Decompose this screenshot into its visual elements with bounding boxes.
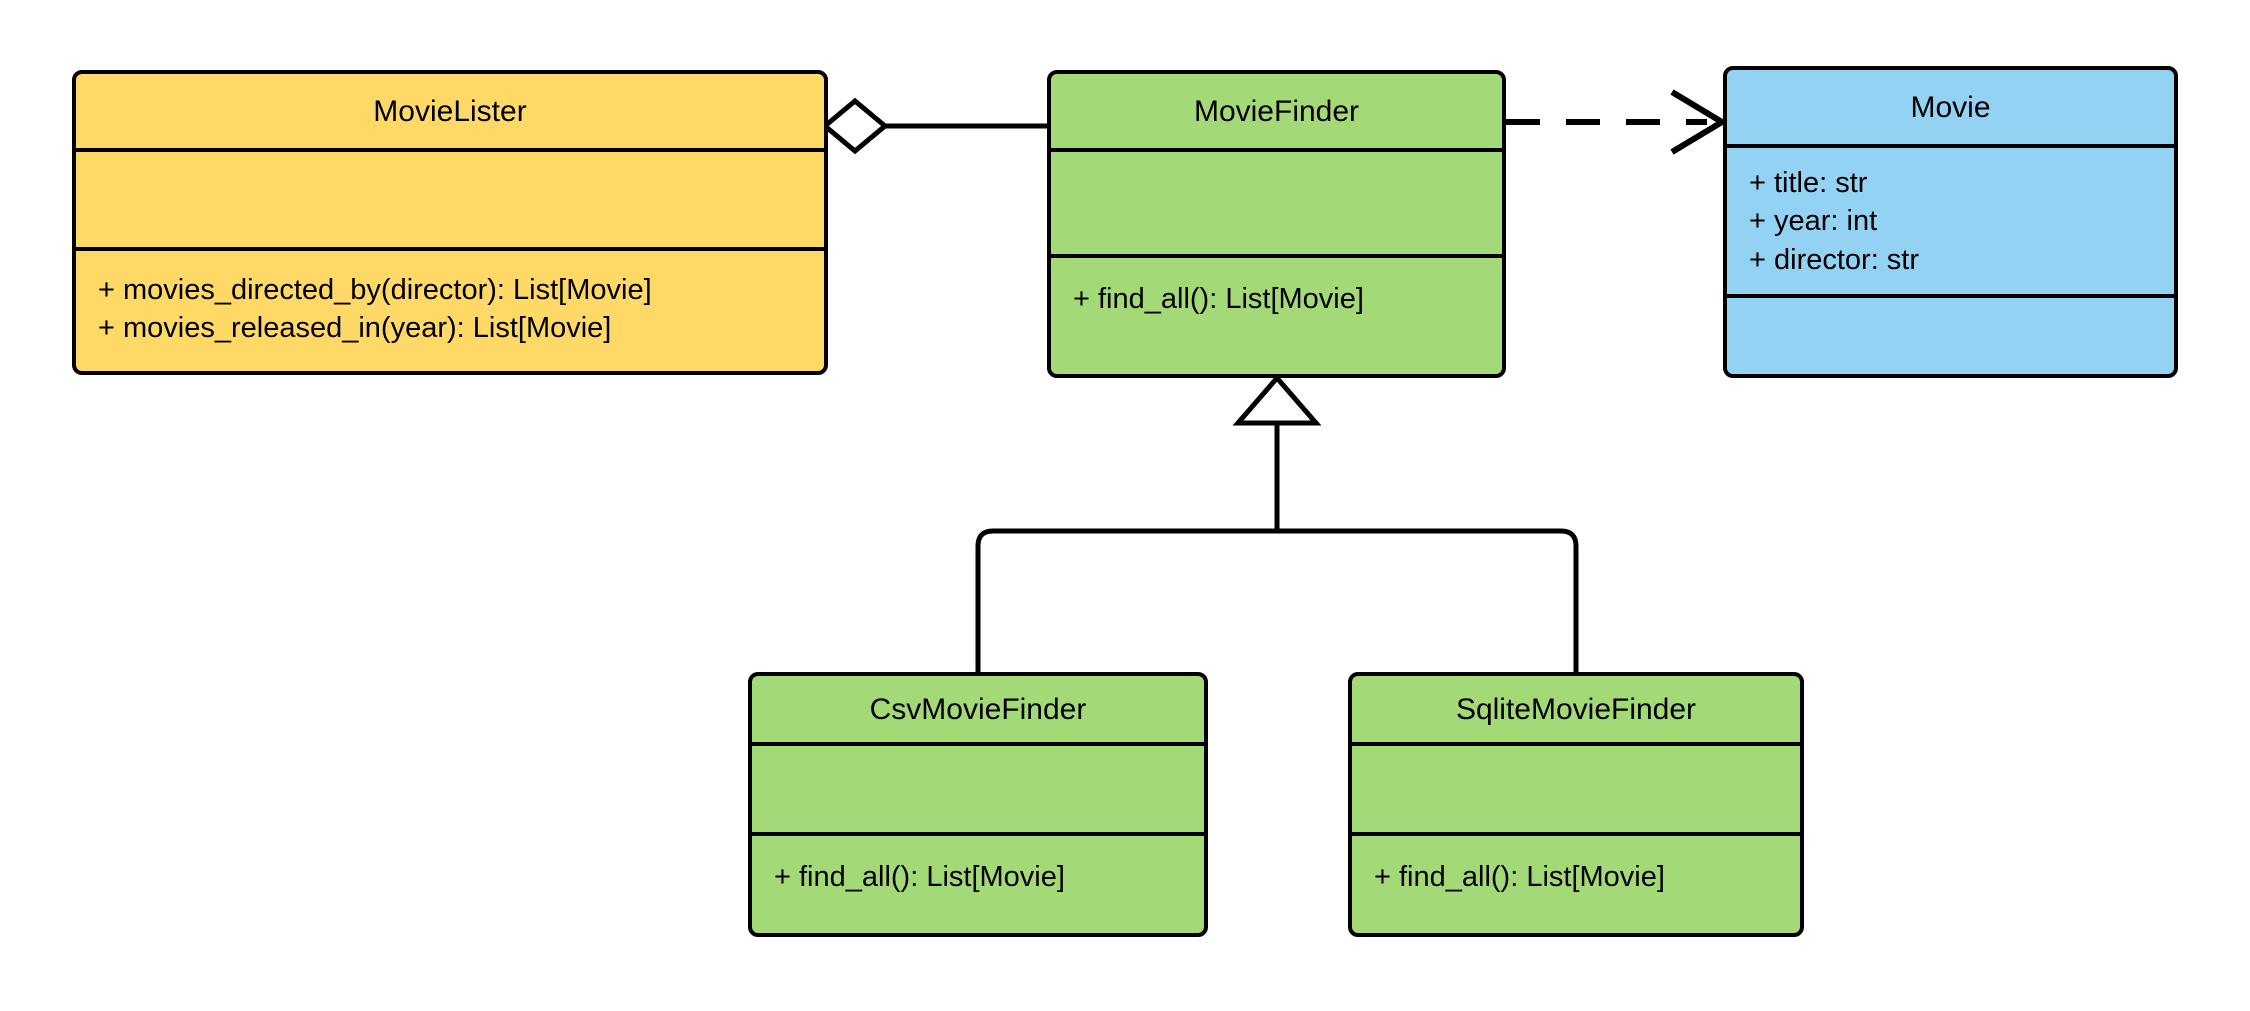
class-title-sqlite-movie-finder: SqliteMovieFinder: [1455, 692, 1697, 726]
class-title-csv-movie-finder: CsvMovieFinder: [869, 692, 1087, 726]
class-title-movie-lister: MovieLister: [373, 94, 527, 128]
class-methods-compartment-movie: [1727, 298, 2174, 374]
class-method-item: + find_all(): List[Movie]: [1374, 861, 1665, 893]
hollow-triangle-marker: [1232, 374, 1322, 426]
class-methods-compartment-csv-movie-finder: + find_all(): List[Movie]: [752, 836, 1204, 933]
class-methods-compartment-sqlite-movie-finder: + find_all(): List[Movie]: [1352, 836, 1800, 933]
class-methods-compartment-movie-finder: + find_all(): List[Movie]: [1051, 258, 1502, 374]
class-box-sqlite-movie-finder[interactable]: SqliteMovieFinder + find_all(): List[Mov…: [1348, 672, 1804, 937]
class-box-movie-finder[interactable]: MovieFinder + find_all(): List[Movie]: [1047, 70, 1506, 378]
edge-dependency-finder-movie: [1506, 89, 1728, 155]
class-attribute-item: + title: str: [1749, 167, 1868, 199]
class-attributes-compartment-movie-finder: [1051, 152, 1502, 258]
class-name-compartment-csv-movie-finder: CsvMovieFinder: [752, 676, 1204, 746]
class-method-item: + movies_released_in(year): List[Movie]: [98, 312, 612, 345]
class-name-compartment-sqlite-movie-finder: SqliteMovieFinder: [1352, 676, 1800, 746]
class-name-compartment-movie: Movie: [1727, 70, 2174, 148]
open-arrow-marker: [1670, 89, 1728, 155]
class-box-movie[interactable]: Movie + title: str + year: int + directo…: [1723, 66, 2178, 378]
class-name-compartment-movie-lister: MovieLister: [76, 74, 824, 152]
class-box-csv-movie-finder[interactable]: CsvMovieFinder + find_all(): List[Movie]: [748, 672, 1208, 937]
class-methods-compartment-movie-lister: + movies_directed_by(director): List[Mov…: [76, 251, 824, 371]
edge-generalization-subclasses-finder: [975, 374, 1579, 672]
edge-aggregation-lister-finder: [821, 97, 1047, 155]
class-method-item: + find_all(): List[Movie]: [1073, 283, 1364, 315]
class-name-compartment-movie-finder: MovieFinder: [1051, 74, 1502, 152]
class-method-item: + find_all(): List[Movie]: [774, 861, 1065, 893]
class-attributes-compartment-csv-movie-finder: [752, 746, 1204, 836]
class-title-movie: Movie: [1910, 90, 1991, 124]
class-title-movie-finder: MovieFinder: [1193, 94, 1360, 128]
class-box-movie-lister[interactable]: MovieLister + movies_directed_by(directo…: [72, 70, 828, 375]
class-attributes-compartment-sqlite-movie-finder: [1352, 746, 1800, 836]
hollow-diamond-marker: [821, 97, 889, 155]
class-attributes-compartment-movie-lister: [76, 152, 824, 251]
class-attributes-compartment-movie: + title: str + year: int + director: str: [1727, 148, 2174, 298]
class-attribute-item: + year: int: [1749, 205, 1878, 238]
class-attribute-item: + director: str: [1749, 243, 1920, 276]
class-method-item: + movies_directed_by(director): List[Mov…: [98, 274, 652, 306]
generalization-branch-path: [975, 528, 1579, 672]
